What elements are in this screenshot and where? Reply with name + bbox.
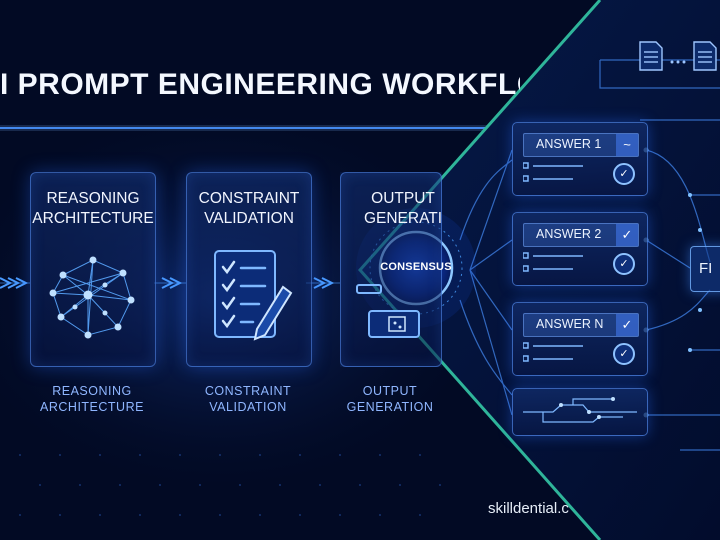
stage-caption: OUTPUT GENERATION — [346, 384, 434, 414]
stage-card-output: OUTPUT GENERATI — [340, 172, 442, 367]
answer-label: ANSWER 2 — [536, 227, 602, 241]
consensus-label: CONSENSUS — [380, 261, 452, 273]
checklist-pen-icon — [214, 250, 293, 341]
stage-card-title: OUTPUT GENERATI — [363, 190, 442, 227]
stage-caption: CONSTRAINT VALIDATION — [204, 384, 292, 414]
floor-grid — [19, 454, 441, 516]
final-label: FI — [699, 260, 713, 277]
answer-header: ANSWER N ✓ — [523, 313, 639, 337]
answer-card: ANSWER N ✓ ✓ — [512, 302, 648, 376]
answer-header: ANSWER 1 ~ — [523, 133, 639, 157]
output-device-icon — [356, 284, 420, 338]
circuit-card — [512, 388, 648, 436]
answer-lines — [523, 252, 583, 272]
page-title: I PROMPT ENGINEERING WORKFLOW — [0, 68, 520, 101]
stage-card-reasoning: REASONING ARCHITECTURE — [30, 172, 156, 367]
circuit-icon — [523, 397, 637, 423]
stage-card-constraint: CONSTRAINT VALIDATION — [186, 172, 312, 367]
check-circle-icon: ✓ — [613, 163, 635, 185]
answer-card: ANSWER 2 ✓ ✓ — [512, 212, 648, 286]
answer-header: ANSWER 2 ✓ — [523, 223, 639, 247]
stage-card-title: CONSTRAINT VALIDATION — [198, 190, 300, 227]
neural-network-icon — [49, 256, 135, 339]
document-icon — [639, 41, 663, 71]
check-circle-icon: ✓ — [613, 343, 635, 365]
answer-label: ANSWER 1 — [536, 137, 602, 151]
final-output-box: FI — [690, 246, 720, 292]
check-icon: ✓ — [616, 224, 638, 246]
stage-card-title: REASONING ARCHITECTURE — [32, 190, 154, 227]
check-circle-icon: ✓ — [613, 253, 635, 275]
check-icon: ✓ — [616, 314, 638, 336]
watermark: skilldential.c — [488, 500, 569, 517]
document-icon — [693, 41, 717, 71]
answer-label: ANSWER N — [536, 317, 604, 331]
stage-caption: REASONING ARCHITECTURE — [40, 384, 144, 414]
answer-lines — [523, 162, 583, 182]
answer-card: ANSWER 1 ~ ✓ — [512, 122, 648, 196]
answer-lines — [523, 342, 583, 362]
chevron-icon: ~ — [616, 134, 638, 156]
